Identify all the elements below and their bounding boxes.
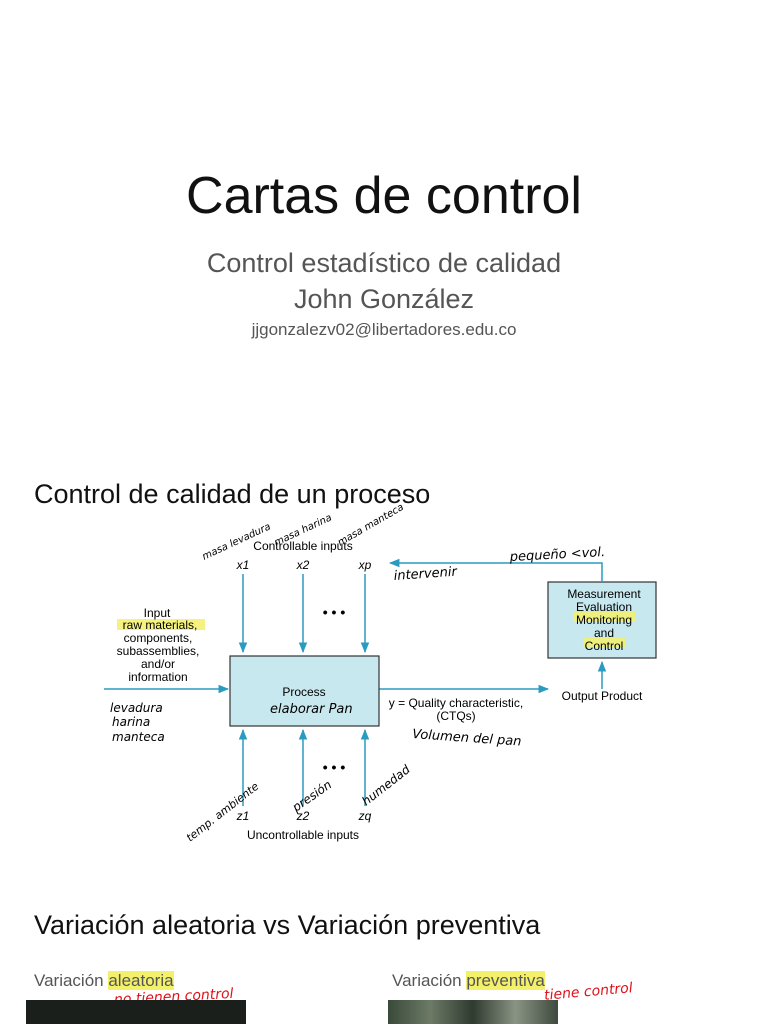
highlight-raw-materials bbox=[117, 619, 205, 630]
process-box bbox=[229, 655, 380, 727]
measurement-line: and bbox=[594, 626, 614, 640]
annotation-zq: humedad bbox=[359, 762, 413, 808]
annotation-xp: masa manteca bbox=[336, 502, 406, 549]
annotation-z2: presión bbox=[289, 777, 334, 815]
input-line: raw materials, bbox=[123, 618, 198, 632]
highlight-monitoring bbox=[573, 612, 635, 622]
x2-label: x2 bbox=[296, 558, 310, 572]
section-heading-process: Control de calidad de un proceso bbox=[34, 479, 431, 509]
slide-subtitle: Control estadístico de calidad bbox=[206, 248, 562, 278]
uncontrollable-inputs-label: Uncontrollable inputs bbox=[247, 828, 359, 842]
process-diagram: Controllable inputs Uncontrollable input… bbox=[104, 502, 657, 844]
highlight-control bbox=[583, 638, 625, 648]
annotation-input: harina bbox=[112, 715, 150, 729]
xp-label: xp bbox=[358, 558, 372, 572]
z1-label: z1 bbox=[236, 809, 250, 823]
quality-characteristic-label: y = Quality characteristic, bbox=[389, 696, 523, 710]
annotation-quality: Volumen del pan bbox=[412, 727, 522, 750]
measurement-description: Measurement Evaluation Monitoring and Co… bbox=[567, 587, 641, 653]
measurement-line: Evaluation bbox=[576, 600, 632, 614]
ctqs-label: (CTQs) bbox=[436, 709, 475, 723]
random-variation-highlight: aleatoria bbox=[108, 971, 174, 990]
x1-label: x1 bbox=[236, 558, 250, 572]
section-heading-variation: Variación aleatoria vs Variación prevent… bbox=[34, 910, 541, 940]
controllable-dots: • • • bbox=[323, 604, 346, 620]
random-variation-prefix: Variación bbox=[34, 971, 109, 990]
input-line: components, bbox=[124, 631, 193, 645]
annotation-input: levadura bbox=[110, 701, 163, 715]
measurement-line: Monitoring bbox=[576, 613, 632, 627]
z2-label: z2 bbox=[296, 809, 310, 823]
input-line: subassemblies, bbox=[117, 644, 200, 658]
process-label: Process bbox=[282, 685, 325, 699]
annotation-feedback: pequeño <vol. bbox=[508, 545, 605, 565]
random-variation-label: Variación aleatoria bbox=[34, 971, 174, 991]
input-description: Input raw materials, components, subasse… bbox=[117, 606, 200, 684]
preventive-variation-prefix: Variación bbox=[392, 971, 467, 990]
input-line: and/or bbox=[141, 657, 175, 671]
random-variation-image bbox=[26, 1000, 246, 1024]
input-line: information bbox=[128, 670, 187, 684]
preventive-variation-highlight: preventiva bbox=[466, 971, 545, 990]
annotation-input: manteca bbox=[112, 730, 165, 744]
zq-label: zq bbox=[358, 809, 372, 823]
preventive-variation-image bbox=[388, 1000, 558, 1024]
author-email[interactable]: jjgonzalezv02@libertadores.edu.co bbox=[251, 320, 517, 339]
annotation-process: elaborar Pan bbox=[270, 702, 353, 717]
controllable-inputs-label: Controllable inputs bbox=[253, 539, 352, 553]
output-product-label: Output Product bbox=[562, 689, 643, 703]
preventive-variation-label: Variación preventiva bbox=[392, 971, 545, 991]
feedback-arrow bbox=[388, 558, 603, 581]
measurement-line: Control bbox=[585, 639, 624, 653]
measurement-line: Measurement bbox=[567, 587, 641, 601]
slide-title: Cartas de control bbox=[186, 167, 582, 225]
annotation-intervene: intervenir bbox=[393, 565, 459, 584]
uncontrollable-dots: • • • bbox=[323, 759, 346, 775]
author-name: John González bbox=[293, 284, 475, 314]
input-line: Input bbox=[144, 606, 171, 620]
